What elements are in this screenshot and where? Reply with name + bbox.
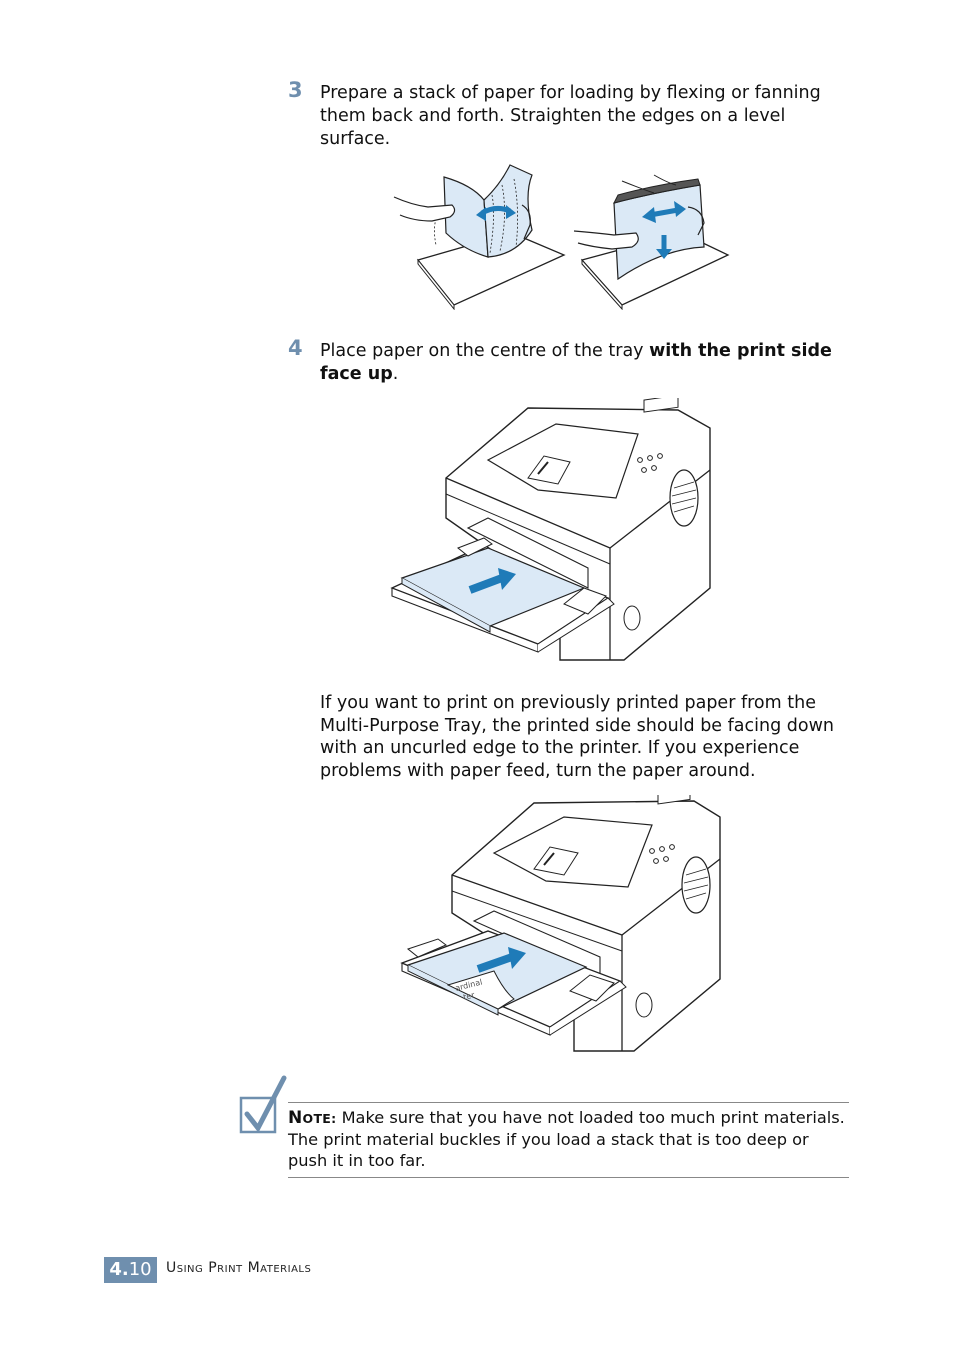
printer-tray-loading-illustration: [390, 398, 711, 661]
chapter-title: Using Print Materials: [166, 1260, 312, 1276]
printer-tray-printed-side-down-illustration: ardinal ter: [400, 795, 721, 1052]
note-bottom-rule: [288, 1177, 849, 1178]
note-label-rest: OTE:: [302, 1111, 337, 1126]
step-text: Place paper on the centre of the tray wi…: [320, 340, 850, 386]
previously-printed-paragraph: If you want to print on previously print…: [320, 693, 834, 781]
fanning-paper-illustration: [393, 164, 730, 310]
page-number: 10: [128, 1259, 152, 1280]
step-number: 3: [288, 78, 303, 102]
paper-printed-text-2: ter: [462, 990, 476, 1002]
note: NOTE: Make sure that you have not loaded…: [288, 1107, 853, 1171]
note-label: NOTE:: [288, 1108, 337, 1128]
step-text-plain: Place paper on the centre of the tray: [320, 341, 650, 361]
note-check-icon: [239, 1075, 287, 1134]
step-number: 4: [288, 336, 303, 360]
note-text: Make sure that you have not loaded too m…: [288, 1108, 845, 1170]
chapter-number: 4.: [109, 1259, 129, 1280]
step-text-bold: with the print side face up: [320, 341, 832, 384]
note-label-first: N: [288, 1108, 303, 1128]
step-text-end: .: [392, 364, 399, 384]
note-top-rule: [288, 1102, 849, 1103]
step-text: Prepare a stack of paper for loading by …: [320, 83, 821, 149]
page-number-badge: 4.10: [104, 1257, 157, 1283]
